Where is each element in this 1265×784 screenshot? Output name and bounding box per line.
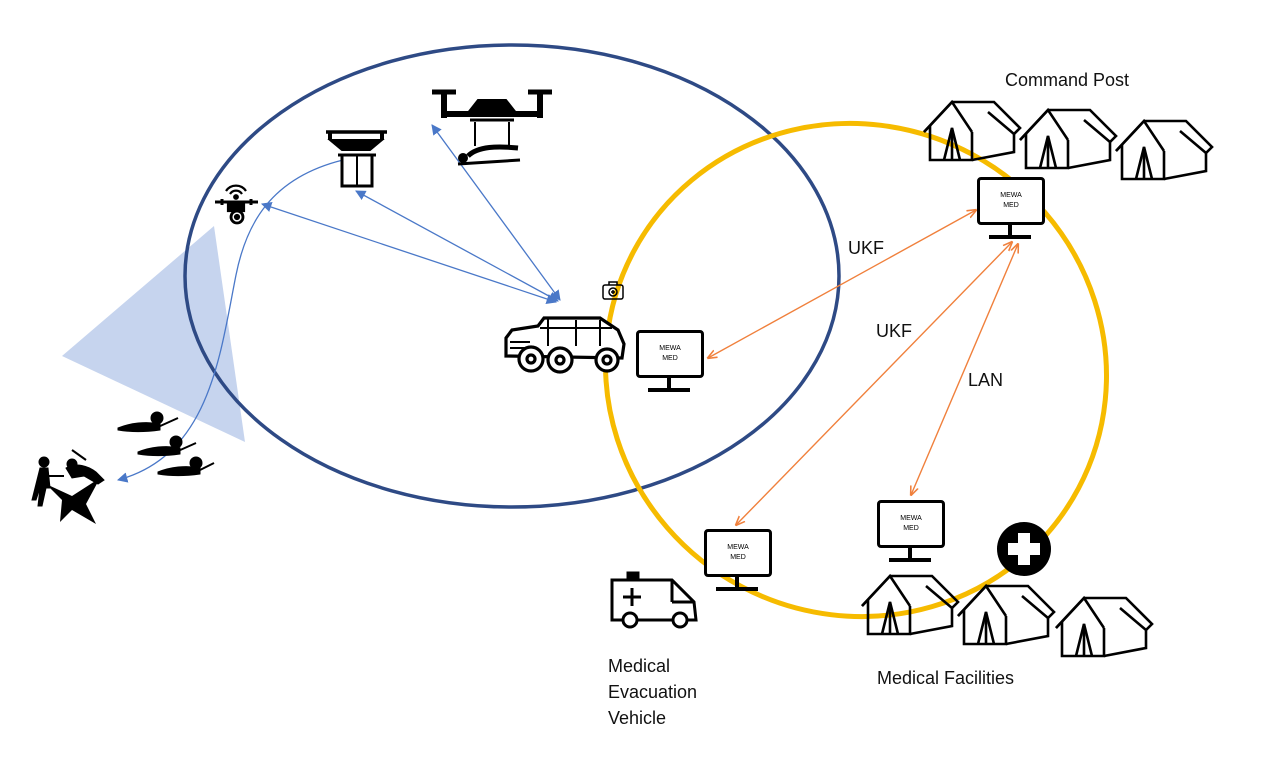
soldier-icon (117, 411, 179, 432)
drone-camera-icon (215, 184, 258, 225)
monitor-line1: MEWA (659, 345, 681, 352)
link-vehicle-command (708, 210, 976, 358)
tent-icon (957, 583, 1056, 646)
medevac-label-line1: Medical (608, 656, 671, 676)
monitor-line2: MED (1003, 202, 1019, 209)
monitor-line2: MED (903, 525, 919, 532)
monitor-icon-vehicle: MEWA MED (636, 330, 704, 396)
medevac-label-line3: Vehicle (608, 708, 667, 728)
monitor-icon-command: MEWA MED (977, 177, 1045, 243)
link-vehicle-drone-stretcher (431, 124, 561, 301)
tent-icon (923, 99, 1022, 162)
command-post-label: Command Post (1005, 70, 1130, 90)
link-label-ukf-2: UKF (876, 321, 912, 341)
medkit-icon (602, 281, 624, 300)
medical-facilities-label: Medical Facilities (877, 668, 1015, 688)
monitor-line2: MED (730, 554, 746, 561)
link-vehicle-drone-camera (261, 202, 557, 304)
soldier-icon (31, 449, 105, 507)
soldier-icon (157, 456, 215, 476)
medevac-label-line2: Evacuation (608, 682, 698, 702)
monitor-line1: MEWA (1000, 192, 1022, 199)
medical-cross-icon (997, 522, 1051, 576)
link-label-lan: LAN (968, 370, 1004, 390)
tent-icon (861, 573, 960, 636)
soldier-icon (137, 435, 197, 456)
monitor-line2: MED (662, 355, 678, 362)
humvee-icon (504, 316, 626, 374)
monitor-icon-facility: MEWA MED (877, 500, 945, 566)
ambulance-icon (610, 571, 698, 629)
explosion-icon (46, 478, 100, 524)
tent-icon (1019, 107, 1118, 170)
monitor-line1: MEWA (900, 515, 922, 522)
drone-package-icon (326, 130, 387, 188)
drone-stretcher-icon (432, 89, 552, 166)
sensor-cone (62, 226, 245, 442)
monitor-icon-medevac: MEWA MED (704, 529, 772, 595)
monitor-line1: MEWA (727, 544, 749, 551)
link-command-facility (911, 244, 1018, 495)
link-label-ukf-1: UKF (848, 238, 884, 258)
tent-icon (1055, 595, 1154, 658)
tent-icon (1115, 118, 1214, 181)
